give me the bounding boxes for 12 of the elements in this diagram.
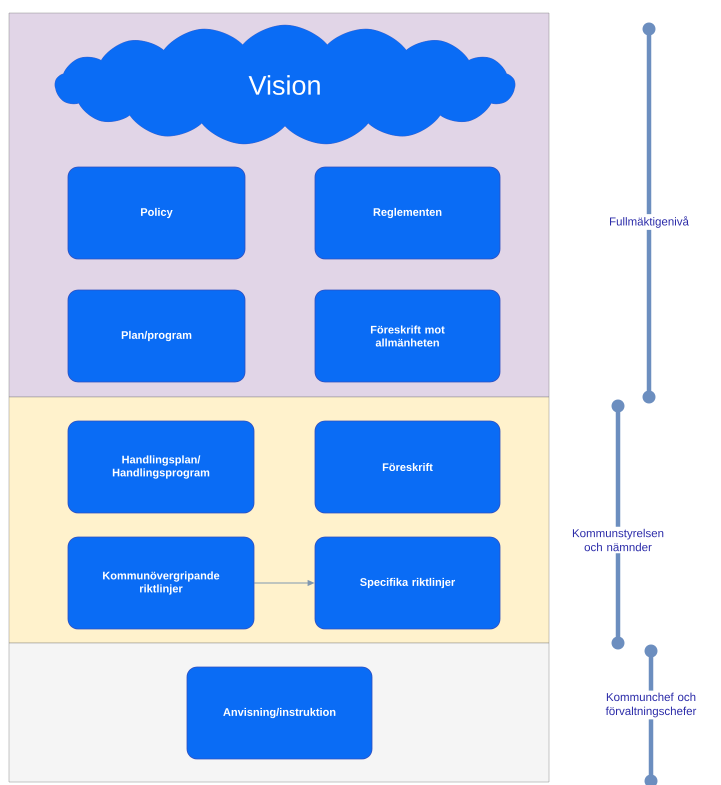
process-box: Kommunövergripande riktlinjer [68,536,254,630]
process-box: Föreskrift [314,420,500,514]
level-label: Kommunstyrelsen och nämnder [572,528,664,552]
process-box: Plan/program [68,290,246,382]
process-box: Anvisning/instruktion [186,666,372,760]
process-box: Reglementen [314,166,500,260]
process-box: Föreskrift mot allmänheten [314,290,500,382]
process-box: Handlingsplan/ Handlingsprogram [68,420,254,514]
level-label: Fullmäktigenivå [610,216,689,228]
level-label: Kommunchef och förvaltningschefer [606,692,696,718]
process-box: Policy [68,166,246,260]
process-box: Specifika riktlinjer [314,536,500,630]
